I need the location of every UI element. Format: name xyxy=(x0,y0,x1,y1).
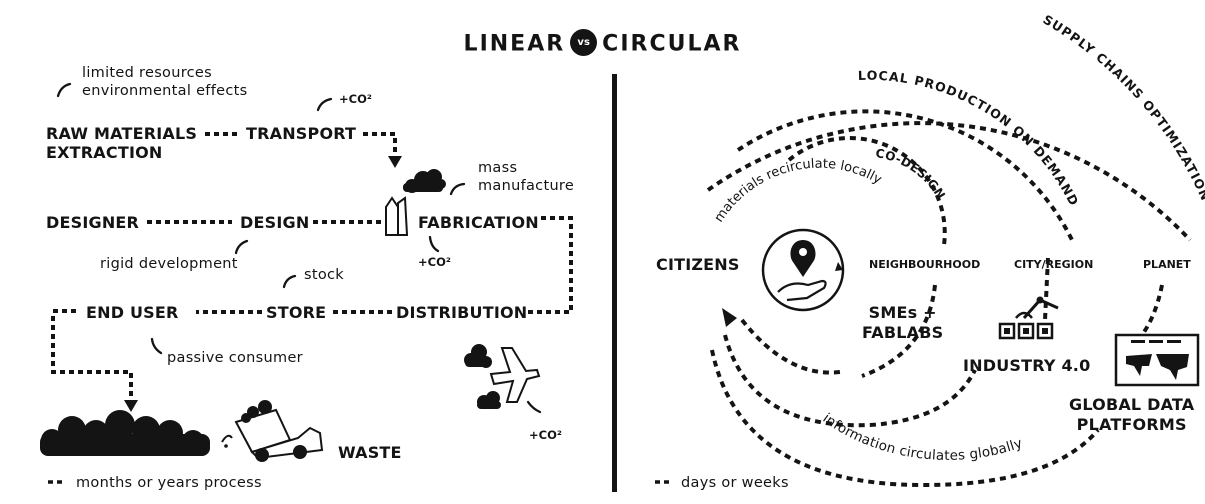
connector-transport-fabrication xyxy=(363,132,397,152)
arc-planet-down xyxy=(1136,284,1164,342)
label-store: STORE xyxy=(266,303,327,322)
label-smes-fablabs: SMEs +FABLABS xyxy=(862,303,944,342)
arc-neighbourhood-return xyxy=(740,318,841,375)
co2-distribution: +CO² xyxy=(529,428,562,442)
legend-circular: days or weeks xyxy=(681,475,789,491)
divider-line xyxy=(612,74,617,492)
label-fabrication: FABRICATION xyxy=(418,213,539,232)
label-end-user: END USER xyxy=(86,303,179,322)
label-distribution: DISTRIBUTION xyxy=(396,303,528,322)
note-passive-consumer: passive consumer xyxy=(167,350,303,366)
arrowhead-waste xyxy=(124,400,138,412)
cloud-icon xyxy=(403,169,446,193)
label-designer: DESIGNER xyxy=(46,213,140,232)
global-platform-icon xyxy=(1114,333,1200,387)
connector-fabrication-distribution xyxy=(528,216,573,314)
arc-supply-chains xyxy=(706,121,1192,242)
label-transport: TRANSPORT xyxy=(246,124,357,143)
circular-arrowheads xyxy=(722,308,737,327)
label-planet: PLANET xyxy=(1143,258,1191,271)
airplane-cloud-icon xyxy=(464,344,541,409)
label-city-region: CITY/REGION xyxy=(1014,258,1094,271)
note-ticks xyxy=(56,82,542,414)
arc-local-production xyxy=(736,109,1074,241)
linear-arrowheads xyxy=(124,156,402,412)
citizens-icon xyxy=(761,228,845,312)
note-rigid-development: rigid development xyxy=(100,256,238,272)
label-design: DESIGN xyxy=(240,213,310,232)
label-citizens: CITIZENS xyxy=(656,255,740,274)
arrowhead-fabrication xyxy=(388,156,402,168)
label-waste: WASTE xyxy=(338,443,402,462)
label-neighbourhood: NEIGHBOURHOOD xyxy=(869,258,981,271)
label-industry: INDUSTRY 4.0 xyxy=(963,356,1091,375)
arc-label-materials: materials recirculate locally xyxy=(712,157,885,226)
linear-connectors xyxy=(51,132,573,398)
dump-truck-icon xyxy=(221,400,324,462)
note-stock: stock xyxy=(304,267,344,283)
arc-city-return xyxy=(723,334,977,428)
arc-label-codesign: CO-DESIGN xyxy=(874,146,948,202)
legend-linear: months or years process xyxy=(76,475,262,491)
co2-fabrication: +CO² xyxy=(418,255,451,269)
industry-icon xyxy=(998,296,1059,340)
connector-to-waste xyxy=(51,316,133,398)
waste-pile-icon xyxy=(40,410,210,456)
arrowhead-codesign-return xyxy=(722,308,737,327)
co2-transport: +CO² xyxy=(339,92,372,106)
factory-icon xyxy=(385,196,409,236)
arc-label-information: information circulates globally xyxy=(820,410,1025,464)
arc-codesign xyxy=(787,136,947,246)
arc-planet-return xyxy=(710,349,1100,488)
arc-neighbourhood-down xyxy=(861,284,937,378)
